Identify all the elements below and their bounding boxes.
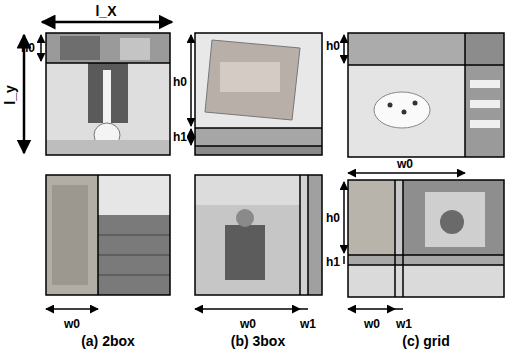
dimension-arrow [343,35,345,63]
photo-panel [46,175,170,295]
photo-panel [348,33,504,157]
photo-detail [470,80,500,88]
split-line [348,64,504,66]
dimension-label: l_X [95,4,116,18]
dimension-label: h0 [326,40,340,52]
photo-detail [98,275,170,276]
dimension-label: l_y [3,85,17,104]
photo-detail [374,92,430,128]
dimension-label: w0 [397,158,413,170]
photo-detail [413,101,418,106]
photo-detail [60,36,100,60]
panel-caption: (a) 2box [81,334,135,348]
photo-region [195,33,322,128]
dimension-arrow [343,182,345,253]
photo-region [348,33,465,65]
photo-region [348,180,395,255]
dimension-arrow [300,308,308,310]
photo-detail [470,120,500,128]
photo-region [348,265,504,297]
dimension-arrow [343,256,345,264]
photo-panel [195,175,322,295]
dimension-label: h0 [326,212,340,224]
panel-border [195,175,322,295]
photo-detail [52,185,88,285]
dimension-arrow [46,308,98,310]
photo-region [46,63,170,155]
dimension-label: h1 [326,256,340,268]
photo-region [348,255,504,265]
photo-detail [98,215,170,295]
split-line [348,264,504,266]
photo-detail [120,38,150,60]
dimension-label: h0 [173,76,187,88]
split-line [464,33,466,157]
photo-detail [225,225,265,280]
photo-strip [46,33,170,63]
split-line [97,175,99,295]
photo-detail [195,175,300,205]
dimension-arrows [24,22,465,309]
photo-panel [348,180,504,297]
panel-caption: (c) grid [402,334,449,348]
photo-detail [220,62,280,92]
panel-border [195,33,322,155]
dimension-label: w1 [396,318,412,330]
photo-detail [440,210,464,234]
split-line [46,62,170,64]
panel-caption: (b) 3box [231,334,285,348]
photo-region [98,175,170,295]
dimension-label: h1 [173,131,187,143]
photo-detail [46,140,170,155]
dimension-arrow [42,21,172,24]
photo-detail [205,40,300,120]
photo-region [465,65,504,157]
dimension-label: h0 [21,42,35,54]
photo-panel [46,33,170,155]
split-line [195,127,322,129]
split-line [307,175,309,295]
dimension-arrow [195,308,300,310]
photo-region [403,180,504,255]
photo-detail [425,192,485,247]
photo-region [465,33,504,65]
photo-region [195,146,322,155]
split-line [348,254,504,256]
dimension-arrow [40,35,42,61]
photo-region [348,65,465,157]
photo-detail [402,110,407,115]
dimension-label: w1 [300,318,316,330]
dimension-arrow [348,308,395,310]
photo-region [46,175,98,295]
split-line [195,145,322,147]
dimension-arrow [190,35,192,126]
split-line [394,180,396,297]
dimension-arrow [348,172,465,174]
photo-region [300,175,308,295]
photo-panel [195,33,322,155]
panel-border [46,33,170,155]
panel-border [348,180,504,297]
photo-detail [103,70,111,130]
photo-detail [388,103,393,108]
photo-region [195,128,322,146]
dimension-label: w0 [364,318,380,330]
dimension-label: w0 [240,318,256,330]
photo-detail [236,209,254,227]
photo-detail [470,100,500,108]
dimension-arrow [395,308,403,310]
photo-region [195,175,300,295]
photo-region [308,175,322,295]
photo-detail [98,235,170,236]
dimension-label: w0 [64,318,80,330]
dimension-arrow [190,129,192,145]
panel-border [46,175,170,295]
split-line [402,180,404,297]
split-line [299,175,301,295]
photo-detail [98,255,170,256]
panel-border [348,33,504,157]
